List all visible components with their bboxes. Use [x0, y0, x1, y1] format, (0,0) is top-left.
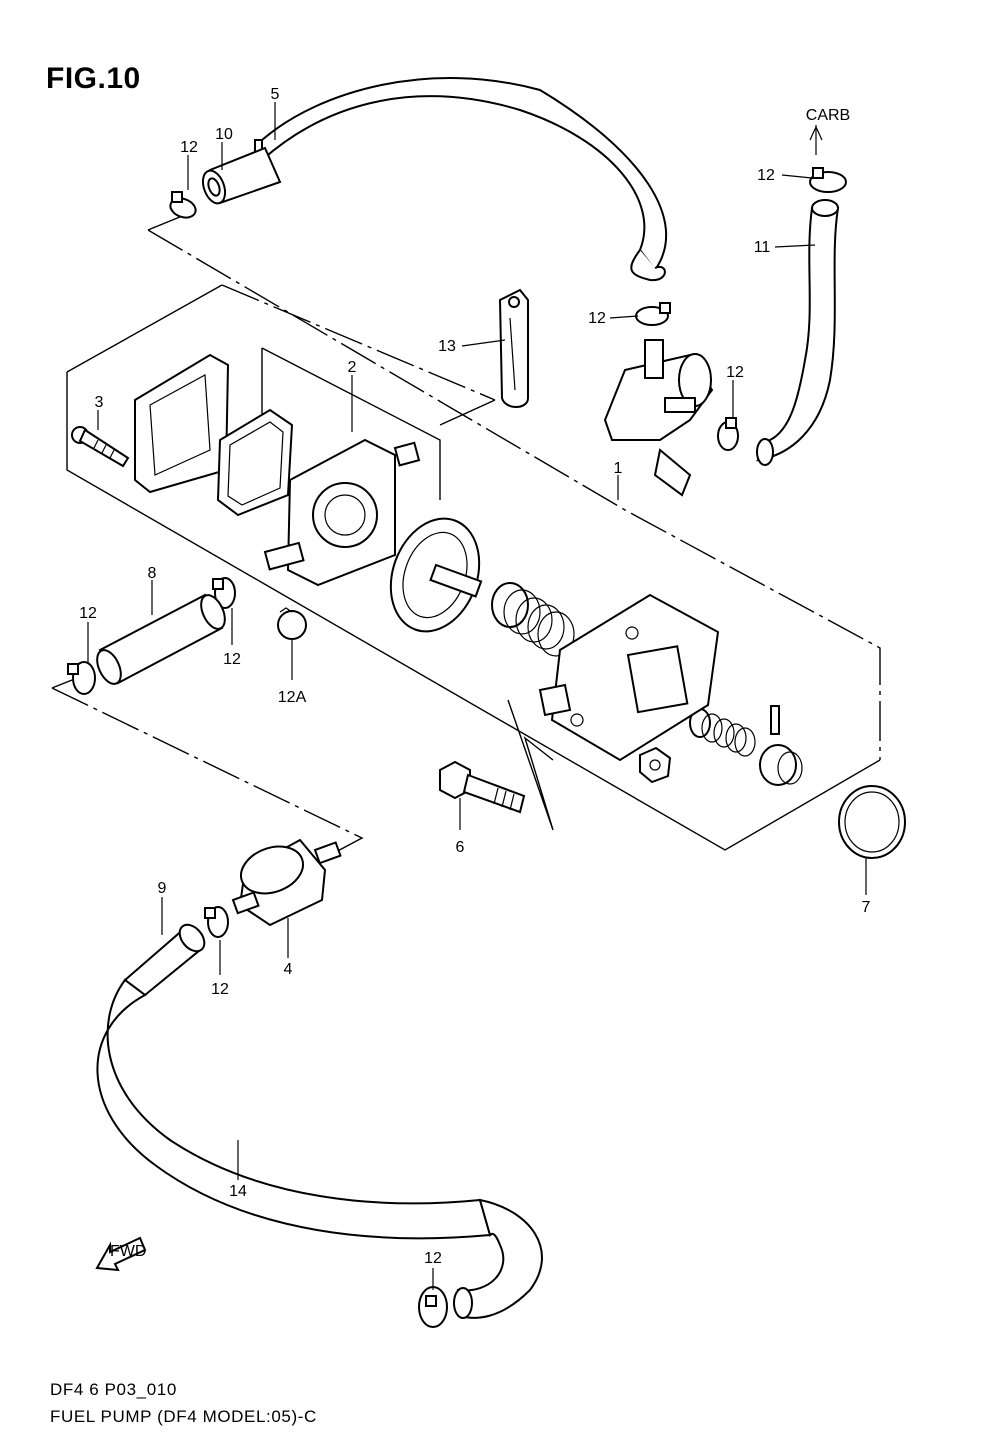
callout-labels: CARB 5 10 12 12 11 12 13 12 2 3 1 8 12 1…: [79, 86, 870, 1267]
label-part-4: 4: [284, 961, 293, 978]
hose-part-11: [756, 199, 840, 466]
label-part-6: 6: [456, 839, 465, 856]
diagram-code: DF4 6 P03_010: [50, 1380, 177, 1399]
hose-part-5: [254, 77, 668, 282]
label-part-9: 9: [158, 880, 167, 897]
label-part-1: 1: [614, 460, 623, 477]
o-ring-part-7: [838, 785, 906, 859]
nut: [639, 746, 672, 784]
label-part-12-f: 12: [79, 605, 97, 622]
hose-part-14: [96, 978, 543, 1319]
label-part-7: 7: [862, 899, 871, 916]
clip-part-12a: [277, 607, 307, 640]
label-part-14: 14: [229, 1183, 247, 1200]
figure-title: FIG.10: [46, 62, 141, 95]
label-part-2: 2: [348, 359, 357, 376]
label-part-12-g: 12: [211, 981, 229, 998]
diagram-caption: FUEL PUMP (DF4 MODEL:05)-C: [50, 1407, 317, 1426]
label-part-10: 10: [215, 126, 233, 143]
fwd-arrow-icon: FWD: [95, 1236, 146, 1272]
clamp-part-12-e: [212, 577, 236, 609]
label-part-5: 5: [271, 86, 280, 103]
label-carb: CARB: [806, 107, 850, 124]
label-part-12a: 12A: [278, 689, 307, 706]
clamp-part-12-b: [809, 167, 847, 193]
spring-small: [689, 708, 756, 757]
clamp-part-12-a: [169, 191, 197, 219]
clamp-part-12-g: [204, 906, 229, 938]
hose-part-8: [96, 593, 226, 685]
hose-part-10: [201, 146, 282, 205]
label-part-3: 3: [95, 394, 104, 411]
label-part-8: 8: [148, 565, 157, 582]
fwd-label: FWD: [110, 1243, 146, 1260]
gasket: [216, 408, 294, 517]
label-part-11: 11: [754, 239, 771, 256]
diaphragm: [389, 517, 483, 633]
label-part-13: 13: [438, 338, 456, 355]
label-part-12-c: 12: [588, 310, 606, 327]
clamp-part-12-h: [418, 1286, 448, 1328]
bolt-part-6: [439, 760, 526, 814]
filter-part-4: [231, 838, 342, 927]
assembly-frame: [51, 211, 881, 856]
pump-cover: [538, 593, 720, 762]
label-part-12-h: 12: [424, 1250, 442, 1267]
callout-leaders: [87, 102, 867, 1290]
bracket-part-13: [498, 288, 529, 408]
label-part-12-d: 12: [726, 364, 744, 381]
clamp-part-12-f: [67, 661, 96, 695]
clamp-part-12-c: [635, 302, 671, 326]
valve-part-1: [603, 339, 714, 497]
hose-part-9: [123, 923, 206, 997]
screw-part-3: [71, 426, 130, 468]
label-part-12-a: 12: [180, 139, 198, 156]
label-part-12-e: 12: [223, 651, 241, 668]
gasket-plate: [134, 353, 230, 494]
label-part-12-b: 12: [757, 167, 775, 184]
clamp-part-12-d: [717, 417, 739, 451]
check-valve: [759, 705, 803, 786]
pump-body-part-2: [263, 438, 421, 587]
spring-large: [491, 582, 575, 657]
